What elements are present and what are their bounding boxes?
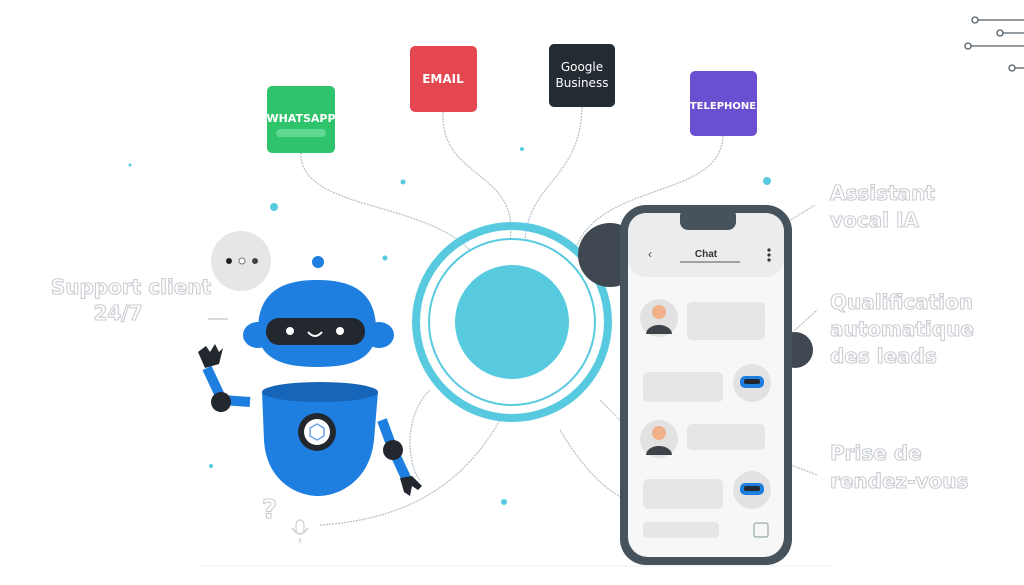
chat-title: Chat xyxy=(695,249,718,260)
whatsapp-label: WHATSAPP xyxy=(266,112,335,125)
google-label: Google xyxy=(561,60,603,74)
calendar-icon xyxy=(753,522,769,538)
google-business-badge: Google Business xyxy=(549,44,615,107)
svg-text:rendez-vous: rendez-vous xyxy=(830,469,968,493)
feature-lead-qualification: Qualification automatique des leads xyxy=(829,289,974,368)
whatsapp-badge: WHATSAPP xyxy=(266,86,336,153)
chevron-left-icon[interactable]: ‹ xyxy=(648,247,652,261)
kebab-menu-icon[interactable] xyxy=(767,248,771,262)
chat-messages xyxy=(640,299,771,538)
feature-support: Support client 24/7 xyxy=(50,274,212,325)
svg-text:Support client: Support client xyxy=(51,275,212,299)
decorative-dots xyxy=(128,147,771,505)
email-label: EMAIL xyxy=(422,72,464,86)
phone-mockup: ‹ Chat xyxy=(620,205,792,565)
question-icon: ? xyxy=(262,495,277,525)
svg-text:Qualification: Qualification xyxy=(830,290,973,314)
feature-vocal-assistant: Assistant vocal IA xyxy=(829,180,935,232)
central-hub xyxy=(412,222,612,422)
business-label: Business xyxy=(556,76,609,90)
email-badge: EMAIL xyxy=(410,46,477,112)
svg-text:24/7: 24/7 xyxy=(93,301,142,325)
microphone-icon xyxy=(291,519,309,543)
svg-text:des leads: des leads xyxy=(830,344,937,368)
svg-text:vocal IA: vocal IA xyxy=(830,208,919,232)
feature-appointment: Prise de rendez-vous xyxy=(829,440,969,493)
svg-text:Prise de: Prise de xyxy=(830,441,922,465)
svg-text:automatique: automatique xyxy=(830,317,974,341)
robot-mascot: ? xyxy=(198,231,422,543)
circuit-decoration xyxy=(964,16,1024,72)
svg-text:Assistant: Assistant xyxy=(830,181,935,205)
telephone-badge: TELEPHONE xyxy=(690,71,757,136)
telephone-label: TELEPHONE xyxy=(690,101,756,112)
